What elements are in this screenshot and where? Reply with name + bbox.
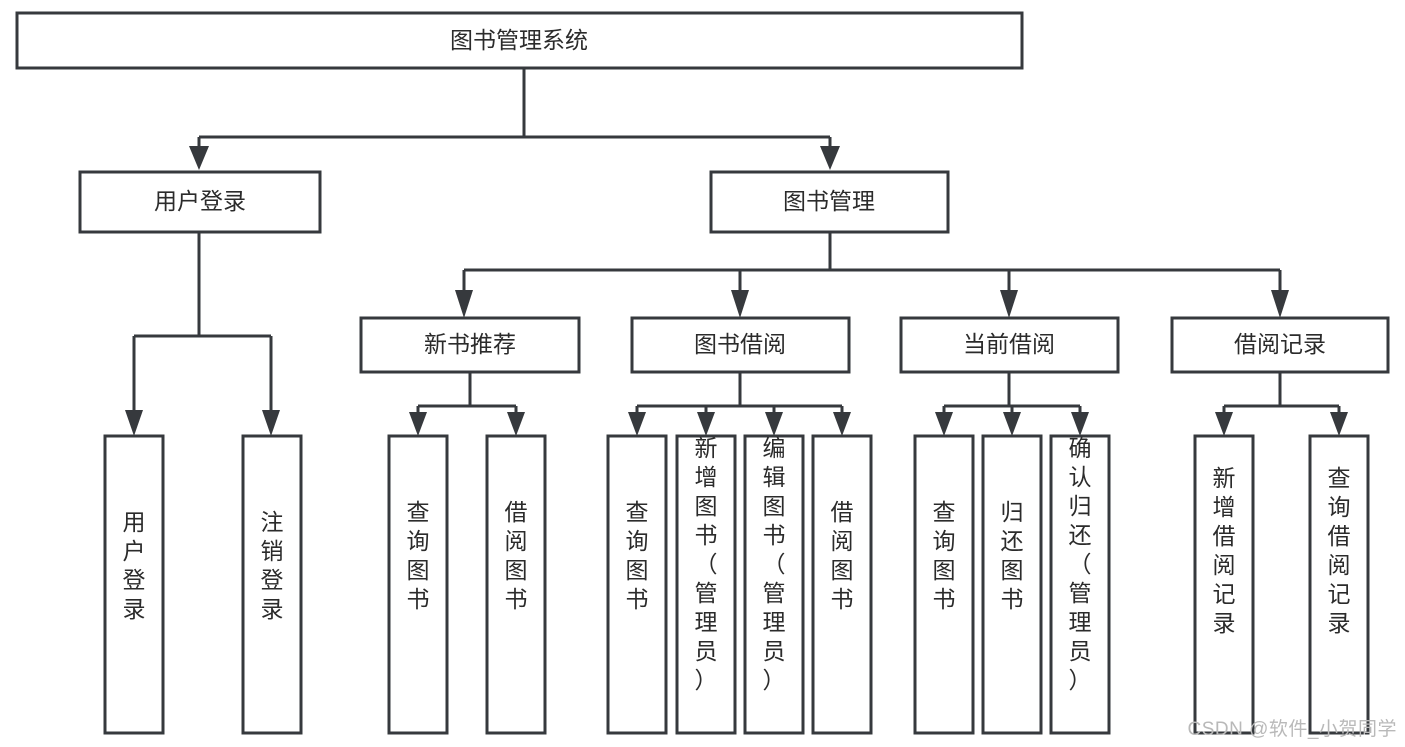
leaf-book-borrow-1[interactable]: 查询图书 <box>606 434 668 735</box>
leaf-current-borrow-3-label: 确认归还（管理员） <box>1069 435 1092 693</box>
leaf-book-borrow-1-box[interactable] <box>606 434 668 735</box>
leaf-book-borrow-4-box[interactable] <box>811 434 873 735</box>
node-current-borrow-box[interactable] <box>899 316 1120 374</box>
leaf-book-borrow-2[interactable]: 新增图书（管理员） <box>675 434 737 735</box>
node-root-box[interactable] <box>15 11 1024 70</box>
leaf-current-borrow-2-box[interactable] <box>981 434 1043 735</box>
node-book-borrow[interactable]: 图书借阅 <box>630 316 851 374</box>
leaf-borrow-record-1-label: 新增借阅记录 <box>1213 465 1236 636</box>
leaf-user-login-1-label: 用户登录 <box>123 509 146 622</box>
leaf-book-borrow-2-box[interactable] <box>675 434 737 735</box>
leaf-user-login-1[interactable]: 用户登录 <box>103 434 165 735</box>
arrowhead-leaf-currentborrow-3 <box>1071 412 1089 436</box>
leaf-new-book-recommend-2-box[interactable] <box>485 434 547 735</box>
leaf-new-book-recommend-1-box[interactable] <box>387 434 449 735</box>
arrowhead-leaf-user-login-1 <box>125 410 143 436</box>
nodes-layer: 图书管理系统 用户登录 图书管理 新书推荐 图书借阅 <box>15 11 1390 735</box>
node-new-book-recommend-label: 新书推荐 <box>424 331 516 357</box>
node-current-borrow-label: 当前借阅 <box>963 331 1055 357</box>
leaf-book-borrow-3[interactable]: 编辑图书（管理员） <box>743 434 805 735</box>
leaf-book-borrow-1-label: 查询图书 <box>626 499 649 612</box>
arrowhead-leaf-newbook-2 <box>507 412 525 436</box>
leaf-current-borrow-1-label: 查询图书 <box>933 499 956 612</box>
leaf-borrow-record-2-label: 查询借阅记录 <box>1328 465 1351 636</box>
leaf-new-book-recommend-2[interactable]: 借阅图书 <box>485 434 547 735</box>
edges-layer <box>125 68 1348 436</box>
leaf-user-login-2-box[interactable] <box>241 434 303 735</box>
node-book-manage[interactable]: 图书管理 <box>709 170 950 234</box>
node-book-borrow-label: 图书借阅 <box>694 331 786 357</box>
leaf-book-borrow-3-box[interactable] <box>743 434 805 735</box>
node-user-login[interactable]: 用户登录 <box>78 170 322 234</box>
arrowhead-leaf-bookborrow-4 <box>833 412 851 436</box>
arrowhead-leaf-bookborrow-2 <box>697 412 715 436</box>
arrowhead-leaf-user-login-2 <box>262 410 280 436</box>
node-user-login-label: 用户登录 <box>154 188 246 214</box>
leaf-current-borrow-1-box[interactable] <box>913 434 975 735</box>
arrowhead-leaf-currentborrow-1 <box>935 412 953 436</box>
node-borrow-record-label: 借阅记录 <box>1234 331 1326 357</box>
arrowhead-book-manage <box>820 146 840 170</box>
arrowhead-user-login <box>189 146 209 170</box>
node-borrow-record-box[interactable] <box>1170 316 1390 374</box>
leaf-user-login-2[interactable]: 注销登录 <box>241 434 303 735</box>
arrowhead-leaf-newbook-1 <box>409 412 427 436</box>
leaf-book-borrow-4-label: 借阅图书 <box>831 499 854 612</box>
arrowhead-leaf-borrowrecord-1 <box>1215 412 1233 436</box>
node-borrow-record[interactable]: 借阅记录 <box>1170 316 1390 374</box>
arrowhead-leaf-currentborrow-2 <box>1003 412 1021 436</box>
arrowhead-new-book-recommend <box>455 290 473 318</box>
leaf-new-book-recommend-1[interactable]: 查询图书 <box>387 434 449 735</box>
node-book-manage-label: 图书管理 <box>783 188 875 214</box>
node-root-label: 图书管理系统 <box>450 27 588 53</box>
node-root-system[interactable]: 图书管理系统 <box>15 11 1024 70</box>
leaf-book-borrow-3-label: 编辑图书（管理员） <box>763 435 786 693</box>
leaf-borrow-record-2[interactable]: 查询借阅记录 <box>1308 434 1370 735</box>
leaf-borrow-record-2-box[interactable] <box>1308 434 1370 735</box>
leaf-user-login-2-label: 注销登录 <box>261 509 284 622</box>
leaf-current-borrow-3[interactable]: 确认归还（管理员） <box>1049 434 1111 735</box>
node-current-borrow[interactable]: 当前借阅 <box>899 316 1120 374</box>
arrowhead-leaf-borrowrecord-2 <box>1330 412 1348 436</box>
leaf-borrow-record-1[interactable]: 新增借阅记录 <box>1193 434 1255 735</box>
leaf-borrow-record-1-box[interactable] <box>1193 434 1255 735</box>
arrowhead-book-borrow <box>731 290 749 318</box>
leaf-current-borrow-1[interactable]: 查询图书 <box>913 434 975 735</box>
node-new-book-recommend-box[interactable] <box>359 316 581 374</box>
leaf-book-borrow-4[interactable]: 借阅图书 <box>811 434 873 735</box>
leaf-book-borrow-2-label: 新增图书（管理员） <box>695 435 718 693</box>
leaf-new-book-recommend-1-label: 查询图书 <box>407 499 430 612</box>
node-new-book-recommend[interactable]: 新书推荐 <box>359 316 581 374</box>
leaf-current-borrow-2-label: 归还图书 <box>1001 499 1024 612</box>
node-book-borrow-box[interactable] <box>630 316 851 374</box>
node-book-manage-box[interactable] <box>709 170 950 234</box>
leaf-user-login-1-box[interactable] <box>103 434 165 735</box>
arrowhead-leaf-bookborrow-1 <box>628 412 646 436</box>
arrowhead-leaf-bookborrow-3 <box>765 412 783 436</box>
arrowhead-current-borrow <box>1000 290 1018 318</box>
leaf-current-borrow-2[interactable]: 归还图书 <box>981 434 1043 735</box>
leaf-current-borrow-3-box[interactable] <box>1049 434 1111 735</box>
node-user-login-box[interactable] <box>78 170 322 234</box>
leaf-new-book-recommend-2-label: 借阅图书 <box>505 499 528 612</box>
arrowhead-borrow-record <box>1271 290 1289 318</box>
